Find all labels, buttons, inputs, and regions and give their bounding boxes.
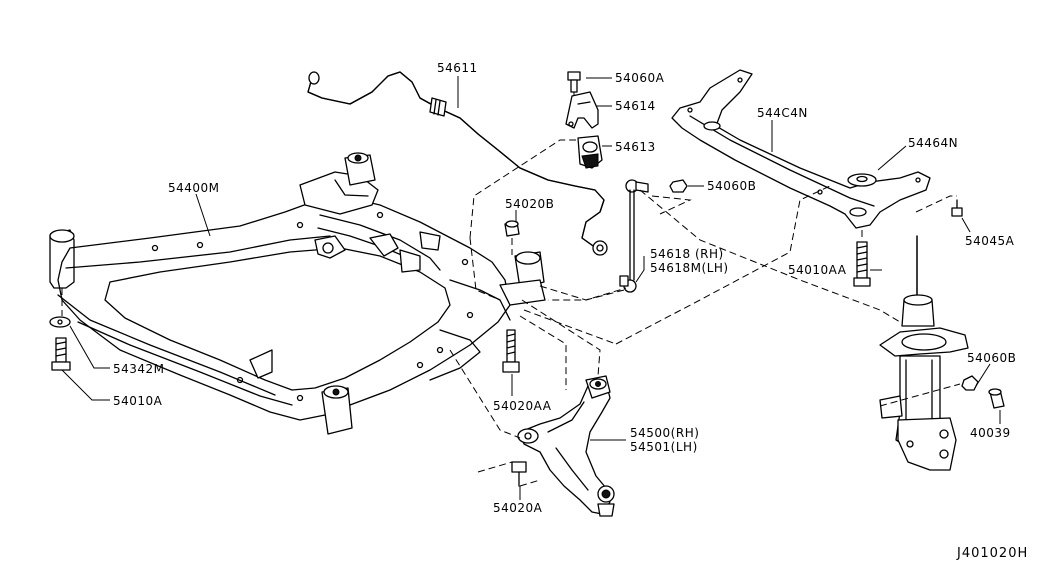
bolt-54020aa[interactable] <box>502 329 520 373</box>
label-54020b: 54020B <box>505 197 554 211</box>
label-54020aa: 54020AA <box>493 399 552 413</box>
part-labels: 54611 54060A 54614 54613 54060B 544C4N 5… <box>113 61 1028 561</box>
label-54618m-lh: 54618M(LH) <box>650 261 729 275</box>
leader-lines <box>61 76 1001 500</box>
label-54611: 54611 <box>437 61 478 75</box>
nut-54060b-upper[interactable] <box>669 179 688 193</box>
diagram-code: J401020H <box>956 546 1028 561</box>
label-54045a: 54045A <box>965 234 1015 248</box>
label-54614: 54614 <box>615 99 656 113</box>
stabilizer-link-54618[interactable] <box>619 179 649 293</box>
label-54060b-lower: 54060B <box>967 351 1016 365</box>
label-544c4n: 544C4N <box>757 106 808 120</box>
lower-control-arm[interactable] <box>517 375 615 517</box>
bolt-54060a[interactable] <box>567 71 581 93</box>
bolt-54045a[interactable] <box>951 199 963 217</box>
washer-54464n[interactable] <box>847 173 877 187</box>
label-54400m: 54400M <box>168 181 220 195</box>
bolt-54010aa[interactable] <box>853 241 871 287</box>
label-54020a: 54020A <box>493 501 543 515</box>
strut-assembly[interactable] <box>879 235 969 471</box>
label-54060a: 54060A <box>615 71 665 85</box>
label-54618-rh: 54618 (RH) <box>650 247 724 261</box>
bushing-54613[interactable] <box>577 135 603 169</box>
label-54613: 54613 <box>615 140 656 154</box>
bolt-54010a[interactable] <box>51 337 71 371</box>
bolt-54020a[interactable] <box>511 461 527 487</box>
stabilizer-bar-54611[interactable] <box>307 71 608 256</box>
washer-54342m[interactable] <box>49 316 71 328</box>
label-54501-lh: 54501(LH) <box>630 440 698 454</box>
crossmember-54400m[interactable] <box>49 152 546 435</box>
nut-54060b-lower[interactable] <box>961 375 979 391</box>
label-54342m: 54342M <box>113 362 165 376</box>
label-40039: 40039 <box>970 426 1011 440</box>
label-54010a: 54010A <box>113 394 163 408</box>
label-54500-rh: 54500(RH) <box>630 426 699 440</box>
clamp-54614[interactable] <box>565 91 599 129</box>
cap-40039[interactable] <box>988 388 1005 409</box>
label-54060b-upper: 54060B <box>707 179 756 193</box>
bolt-54020b[interactable] <box>504 220 520 237</box>
rear-brace-544c4n[interactable] <box>671 69 931 229</box>
label-54010aa: 54010AA <box>788 263 847 277</box>
label-54464n: 54464N <box>908 136 958 150</box>
